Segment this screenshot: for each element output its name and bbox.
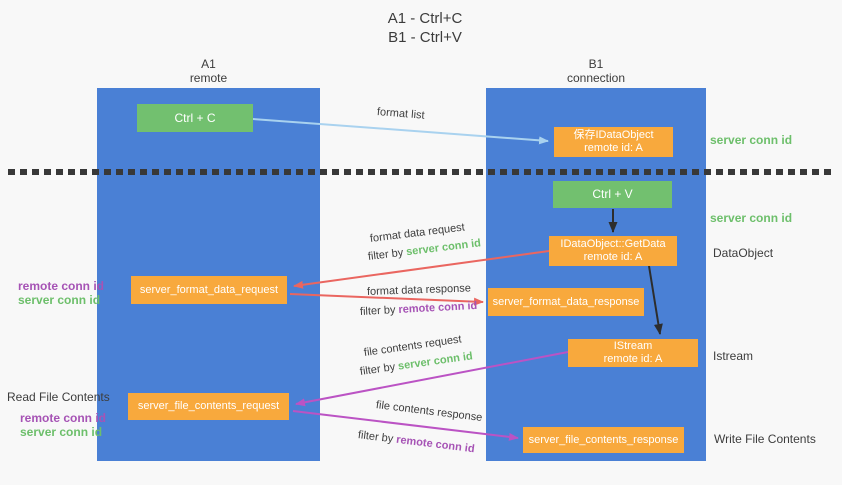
lane-a1-subtitle: remote	[189, 71, 228, 85]
title-line-2: B1 - Ctrl+V	[388, 29, 462, 46]
diagram-title: A1 - Ctrl+C B1 - Ctrl+V	[340, 9, 510, 47]
side-server-conn-id-2: server conn id	[20, 425, 103, 439]
side-dataobject: DataObject	[713, 246, 774, 260]
save-idataobject-line2: remote id: A	[584, 142, 643, 154]
side-read-file-contents: Read File Contents	[7, 390, 110, 404]
node-server-file-contents-request: server_file_contents_request	[128, 393, 289, 420]
lane-header-b1: B1 connection	[486, 57, 706, 85]
remote-conn-id-text: remote conn id	[398, 299, 478, 316]
label-format-list: format list	[376, 106, 426, 122]
side-remote-conn-id-1: remote conn id	[18, 279, 105, 293]
side-server-conn-id-mid: server conn id	[710, 211, 793, 225]
lane-b1-name: B1	[588, 57, 604, 71]
lane-a1-name: A1	[201, 57, 216, 71]
server-conn-id-text: server conn id	[405, 237, 482, 259]
server-file-contents-request-label: server_file_contents_request	[137, 400, 280, 412]
lane-header-a1: A1 remote	[97, 57, 320, 85]
server-file-contents-response-label: server_file_contents_response	[528, 433, 679, 446]
label-filter-by-remote-conn-id-2: filter by remote conn id	[357, 429, 475, 455]
side-write-file-contents: Write File Contents	[714, 432, 816, 446]
node-ctrl-c: Ctrl + C	[137, 104, 253, 132]
save-idataobject-line1: 保存IDataObject	[573, 129, 654, 141]
node-server-format-data-request: server_format_data_request	[131, 276, 287, 304]
getdata-line1: IDataObject::GetData	[560, 238, 666, 250]
node-save-idataobject: 保存IDataObject remote id: A	[554, 127, 673, 157]
istream-line2: remote id: A	[603, 353, 663, 365]
server-conn-id-text: server conn id	[397, 350, 474, 373]
filter-by-text: filter by	[359, 303, 399, 318]
server-format-data-response-label: server_format_data_response	[492, 295, 640, 308]
ctrl-c-label: Ctrl + C	[174, 110, 216, 125]
label-format-data-response: format data response	[366, 282, 472, 298]
filter-by-text: filter by	[367, 246, 407, 263]
session-divider-dotted-line	[8, 169, 836, 175]
node-server-format-data-response: server_format_data_response	[488, 288, 644, 316]
server-format-data-request-label: server_format_data_request	[139, 283, 279, 296]
node-server-file-contents-response: server_file_contents_response	[523, 427, 684, 453]
side-istream: Istream	[713, 349, 754, 363]
lane-b1-subtitle: connection	[566, 71, 626, 85]
getdata-line2: remote id: A	[583, 251, 643, 263]
node-istream: IStream remote id: A	[568, 339, 698, 367]
node-ctrl-v: Ctrl + V	[553, 181, 672, 208]
ctrl-v-label: Ctrl + V	[592, 187, 633, 201]
filter-by-text: filter by	[359, 360, 399, 378]
side-remote-conn-id-2: remote conn id	[20, 411, 107, 425]
label-filter-by-remote-conn-id-1: filter by remote conn id	[360, 300, 478, 318]
side-server-conn-id-top: server conn id	[710, 133, 793, 147]
side-server-conn-id-1: server conn id	[18, 293, 101, 307]
istream-line1: IStream	[613, 340, 653, 352]
title-line-1: A1 - Ctrl+C	[387, 10, 463, 27]
label-file-contents-response: file contents response	[375, 399, 483, 424]
filter-by-text: filter by	[357, 429, 397, 446]
remote-conn-id-text: remote conn id	[395, 433, 476, 456]
node-idataobject-getdata: IDataObject::GetData remote id: A	[549, 236, 677, 266]
